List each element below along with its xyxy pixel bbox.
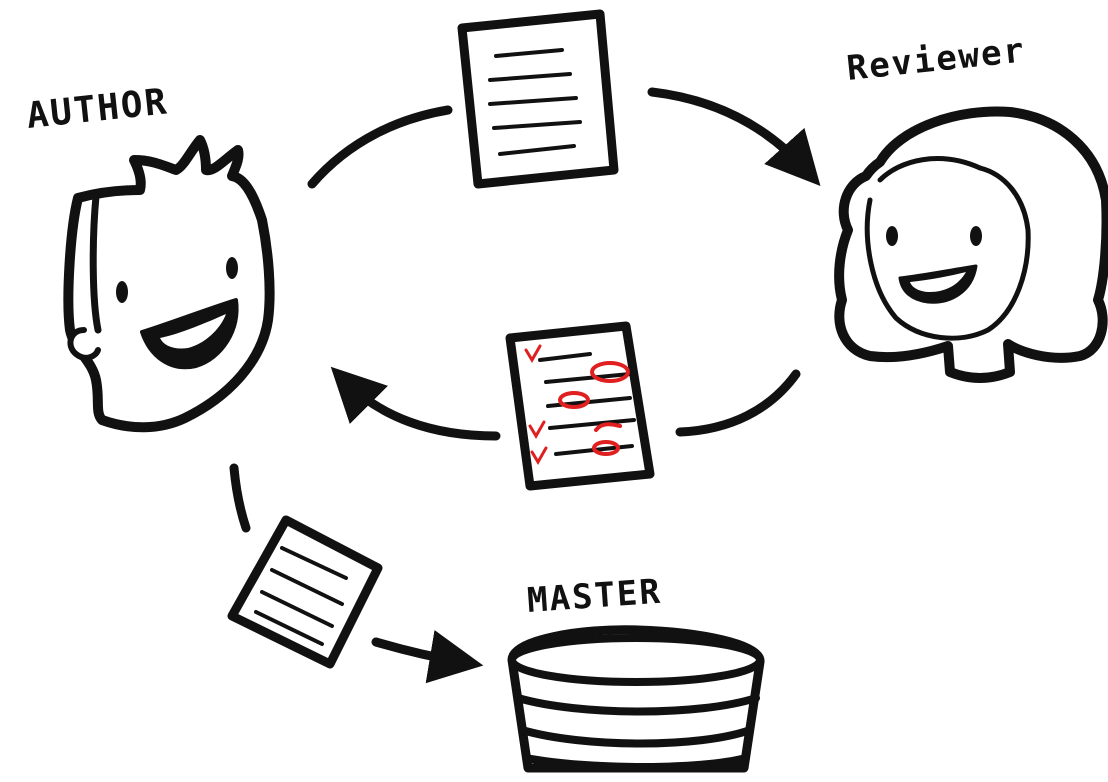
database-icon: [507, 625, 765, 773]
document-to-master-arrow: [371, 630, 484, 684]
document-to-author-arrow: [330, 366, 501, 441]
merged-document-icon: [227, 515, 383, 669]
author-down-line: [229, 463, 251, 533]
reviewer-face-icon: [834, 106, 1108, 383]
document-icon: [457, 9, 619, 189]
reviewer-to-document-arc: [675, 369, 801, 437]
author-label: AUTHOR: [25, 81, 171, 137]
document-to-reviewer-arrow: [647, 87, 821, 187]
author-to-document-arc: [307, 105, 453, 189]
author-face-icon: [63, 135, 275, 433]
reviewed-document-icon: [505, 321, 655, 491]
master-label: MASTER: [526, 572, 663, 621]
reviewer-label: Reviewer: [845, 30, 1028, 89]
